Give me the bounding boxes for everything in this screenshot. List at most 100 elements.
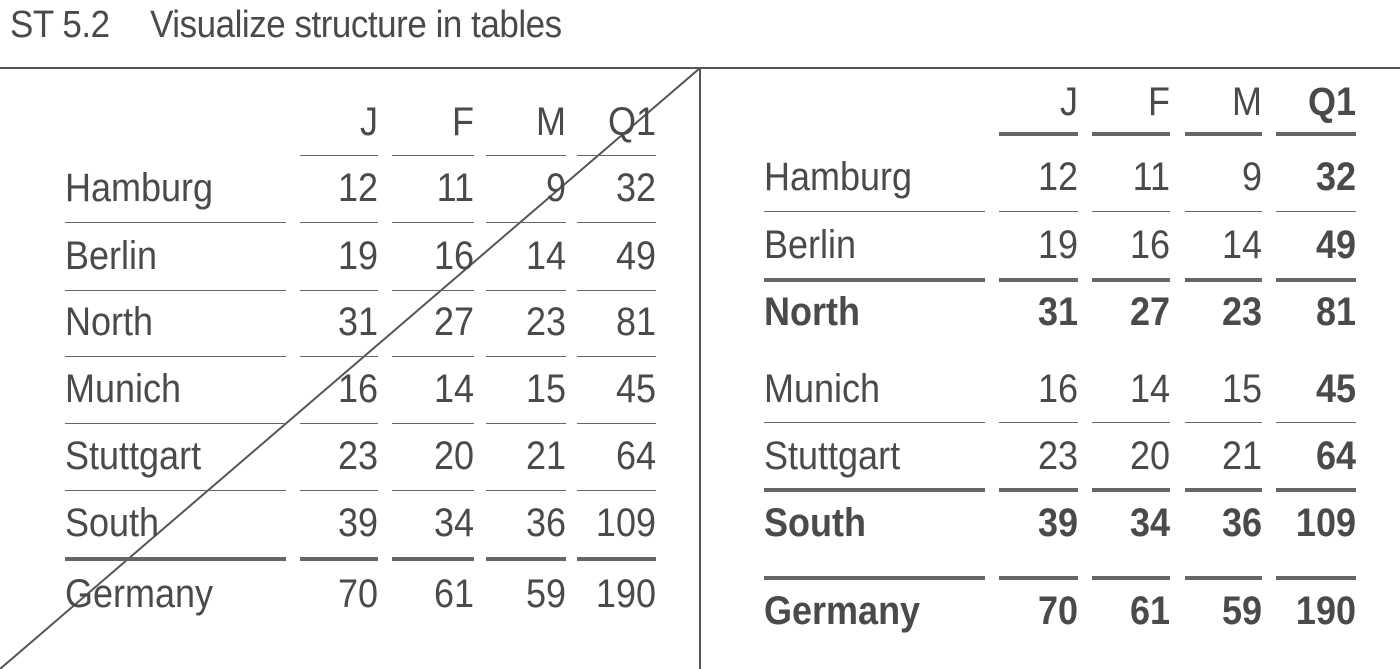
table-cell: 12 (1037, 155, 1078, 199)
row-rule (764, 211, 985, 212)
row-rule (1092, 278, 1170, 282)
row-label: North (65, 300, 154, 344)
row-label: North (764, 290, 860, 334)
table-cell: 23 (1037, 434, 1078, 478)
row-rule (764, 576, 985, 580)
table-cell: 190 (1295, 589, 1356, 633)
row-rule (764, 488, 985, 492)
row-rule (1092, 422, 1170, 423)
row-rule (1276, 488, 1356, 492)
table-cell: 23 (1221, 290, 1262, 334)
row-rule (392, 222, 474, 223)
row-rule (1276, 576, 1356, 580)
row-rule (1185, 132, 1262, 136)
row-rule (1276, 278, 1356, 282)
table-cell: 21 (525, 434, 566, 478)
row-label: Munich (764, 367, 881, 411)
row-rule (392, 155, 474, 156)
row-rule (392, 423, 474, 424)
row-label: South (764, 501, 866, 545)
row-label: Stuttgart (65, 434, 202, 478)
table-cell: 16 (1037, 367, 1078, 411)
table-cell: 16 (433, 234, 474, 278)
table-cell: 70 (1037, 589, 1078, 633)
table-cell: 20 (433, 434, 474, 478)
row-label: Hamburg (65, 166, 214, 210)
row-label: Munich (65, 367, 182, 411)
row-rule (999, 488, 1078, 492)
table-cell: 36 (525, 501, 566, 545)
table-cell: 64 (615, 434, 656, 478)
table-cell: 14 (433, 367, 474, 411)
row-rule (999, 576, 1078, 580)
row-rule (1185, 488, 1262, 492)
table-cell: 31 (1037, 290, 1078, 334)
row-rule (999, 211, 1078, 212)
row-rule (577, 290, 656, 291)
table-cell: 19 (1037, 223, 1078, 267)
table-cell: 27 (1129, 290, 1170, 334)
column-header: F (452, 100, 474, 144)
table-cell: 34 (1129, 501, 1170, 545)
center-divider (699, 68, 701, 669)
table-cell: 16 (337, 367, 378, 411)
table-cell: 59 (1221, 589, 1262, 633)
row-rule (300, 155, 378, 156)
row-rule (577, 222, 656, 223)
row-rule (1092, 211, 1170, 212)
row-rule (486, 423, 566, 424)
table-cell: 32 (615, 166, 656, 210)
row-rule (300, 490, 378, 491)
table-cell: 109 (1295, 501, 1356, 545)
row-rule (577, 557, 656, 561)
row-rule (486, 155, 566, 156)
strike-through-icon (0, 67, 700, 669)
row-rule (65, 490, 286, 491)
row-label: South (65, 501, 160, 545)
row-rule (65, 557, 286, 561)
row-rule (300, 290, 378, 291)
row-label: Stuttgart (764, 434, 901, 478)
table-cell: 61 (1129, 589, 1170, 633)
row-label: Germany (764, 589, 921, 633)
table-cell: 70 (337, 572, 378, 616)
table-cell: 36 (1221, 501, 1262, 545)
table-cell: 9 (545, 166, 566, 210)
table-cell: 49 (1315, 223, 1356, 267)
row-rule (486, 356, 566, 357)
row-rule (486, 222, 566, 223)
row-rule (1276, 422, 1356, 423)
table-cell: 45 (1315, 367, 1356, 411)
table-cell: 81 (1315, 290, 1356, 334)
row-rule (486, 490, 566, 491)
row-rule (65, 423, 286, 424)
row-label: Berlin (764, 223, 857, 267)
table-cell: 32 (1315, 155, 1356, 199)
row-rule (486, 290, 566, 291)
row-rule (392, 490, 474, 491)
row-rule (300, 423, 378, 424)
column-header: M (536, 100, 566, 144)
title-number: ST 5.2 (10, 4, 110, 46)
table-cell: 15 (1221, 367, 1262, 411)
row-rule (1092, 576, 1170, 580)
table-cell: 21 (1221, 434, 1262, 478)
title-text: Visualize structure in tables (150, 4, 562, 46)
column-header: J (1060, 80, 1078, 124)
table-cell: 45 (615, 367, 656, 411)
row-rule (65, 222, 286, 223)
row-rule (1276, 132, 1356, 136)
row-rule (486, 557, 566, 561)
row-rule (300, 356, 378, 357)
row-rule (577, 490, 656, 491)
row-rule (1092, 488, 1170, 492)
table-cell: 81 (615, 300, 656, 344)
row-rule (392, 356, 474, 357)
table-cell: 34 (433, 501, 474, 545)
table-cell: 12 (337, 166, 378, 210)
row-rule (1185, 211, 1262, 212)
table-cell: 11 (436, 166, 474, 210)
column-header: F (1148, 80, 1170, 124)
row-rule (392, 290, 474, 291)
table-cell: 39 (337, 501, 378, 545)
